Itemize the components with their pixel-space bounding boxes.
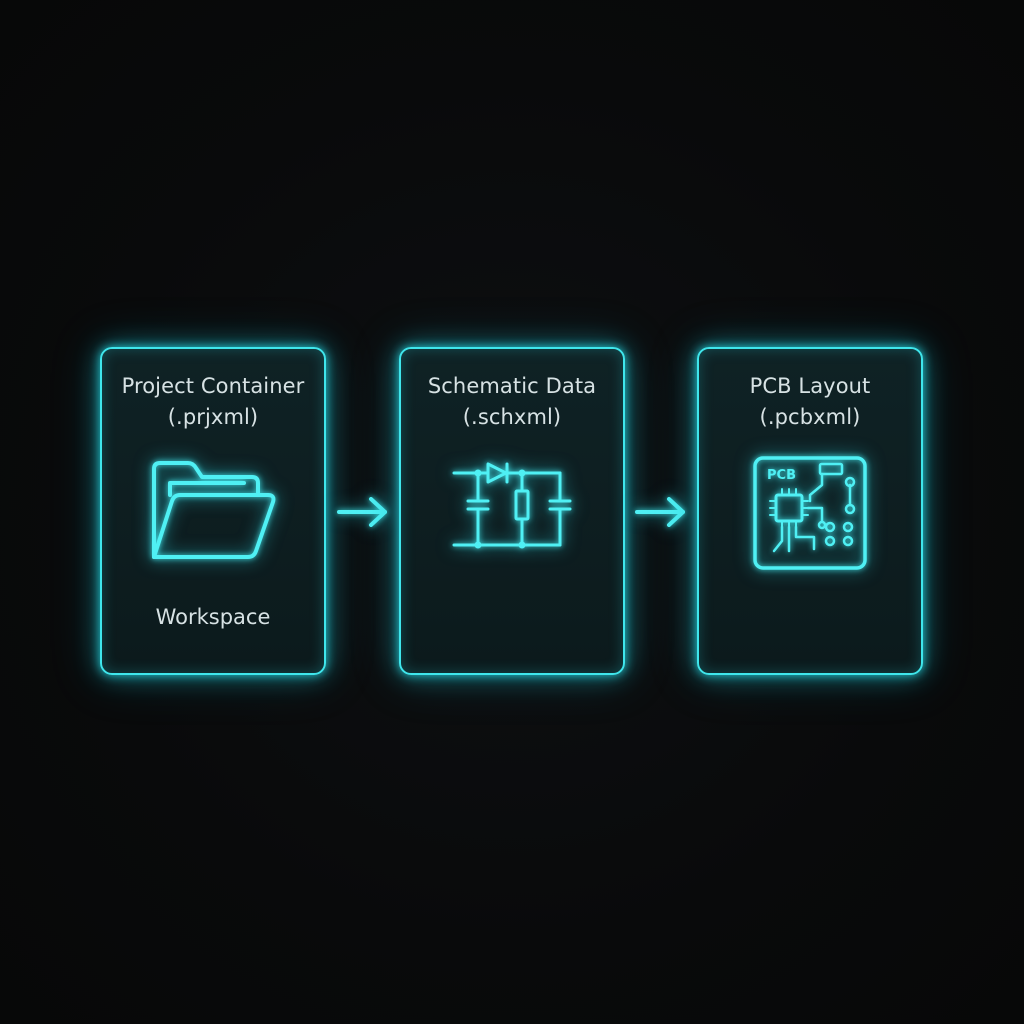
card-title-name: PCB Layout	[749, 374, 871, 398]
card-title-extension: (.prjxml)	[167, 405, 259, 429]
card-title: Project Container (.prjxml)	[102, 371, 324, 433]
card-title-name: Schematic Data	[427, 374, 597, 398]
project-container-card: Project Container (.prjxml) Workspace	[100, 347, 326, 675]
schematic-data-card: Schematic Data (.schxml)	[399, 347, 625, 675]
arrow-right-icon	[335, 494, 391, 530]
pcb-layout-card: PCB Layout (.pcbxml)	[697, 347, 923, 675]
folder-icon	[102, 459, 324, 563]
pcb-board-icon: PCB	[699, 455, 921, 571]
card-title-extension: (.pcbxml)	[759, 405, 861, 429]
card-title: PCB Layout (.pcbxml)	[699, 371, 921, 433]
circuit-schematic-icon	[401, 459, 623, 559]
workspace-label: Workspace	[155, 605, 271, 629]
card-title-name: Project Container	[121, 374, 305, 398]
card-title-extension: (.schxml)	[462, 405, 562, 429]
card-title: Schematic Data (.schxml)	[401, 371, 623, 433]
arrow-right-icon	[633, 494, 689, 530]
pcb-icon-label: PCB	[767, 468, 796, 483]
